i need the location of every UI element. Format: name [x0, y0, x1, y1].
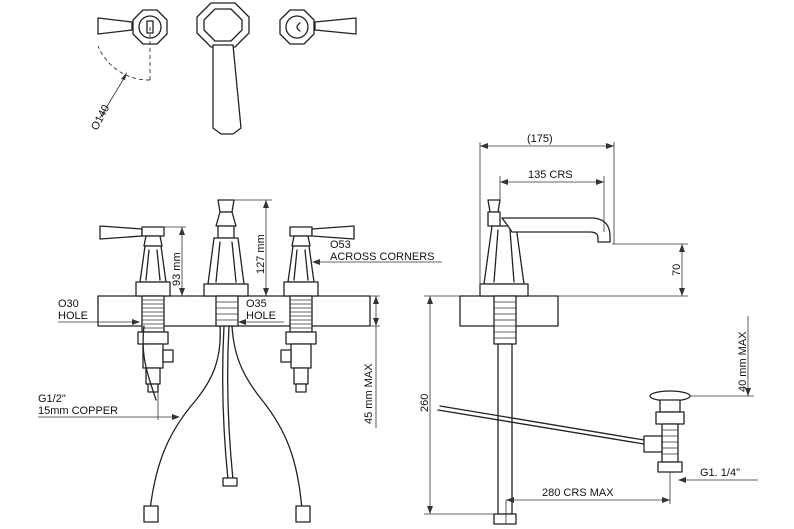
spout-height-label: 127 mm: [255, 234, 267, 274]
popup-crs-max-label: 280 CRS MAX: [542, 487, 614, 499]
waste-height-max-label: 40 mm MAX: [737, 331, 749, 392]
inlet-thread-label: G1/2": [38, 393, 66, 405]
hole-35-word: HOLE: [246, 310, 276, 322]
front-elevation: [38, 199, 442, 523]
side-elevation: [424, 142, 758, 525]
across-corners-diameter-label: O53: [330, 239, 351, 251]
below-deck-length-label: 260: [419, 394, 431, 412]
hole-35-diameter-label: O35: [246, 298, 267, 310]
hole-30-word: HOLE: [58, 310, 88, 322]
plan-diameter-label: O140: [89, 103, 112, 132]
overall-width-label: (175): [527, 133, 553, 145]
hole-30-diameter-label: O30: [58, 298, 79, 310]
deck-thickness-max-label: 45 mm MAX: [363, 363, 375, 424]
across-corners-text: ACROSS CORNERS: [330, 251, 435, 263]
waste-thread-label: G1. 1/4": [700, 467, 740, 479]
inlet-pipe-label: 15mm COPPER: [38, 405, 118, 417]
spout-clearance-label: 70: [671, 264, 683, 276]
handle-height-label: 93 mm: [171, 252, 183, 286]
spout-crs-label: 135 CRS: [528, 169, 573, 181]
plan-view: [97, 2, 357, 135]
